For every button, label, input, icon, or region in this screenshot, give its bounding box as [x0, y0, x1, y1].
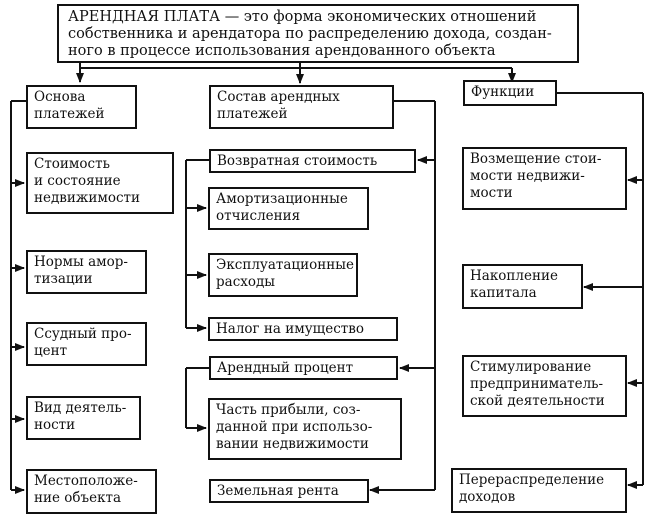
function-item-line: Накопление	[470, 268, 558, 284]
rent-item-line: вании недвижимости	[216, 436, 369, 452]
rent-item-line: данной при использо-	[216, 419, 373, 435]
basis-item-box: Нормы амор- тизации	[26, 250, 147, 294]
basis-item-box: Местоположе- ние объекта	[26, 469, 157, 514]
function-item-line: Стимулирование	[470, 359, 592, 375]
basis-item-line: Местоположе-	[34, 473, 138, 489]
basis-item-line: и состояние	[34, 173, 121, 189]
functions-title-box: Функции	[463, 80, 557, 106]
rent-percent-label: Арендный процент	[217, 360, 354, 376]
return-item-line: Эксплуатационные	[216, 257, 354, 273]
basis-title-box: Основа платежей	[26, 85, 137, 129]
composition-title-line: платежей	[217, 106, 288, 122]
definition-line: АРЕНДНАЯ ПЛАТА — это форма экономических…	[68, 9, 537, 25]
definition-line: собственника и арендатора по распределен…	[68, 26, 552, 42]
basis-item-line: недвижимости	[34, 190, 140, 206]
basis-item-box: Вид деятель- ности	[26, 396, 141, 440]
return-item-line: расходы	[216, 274, 276, 290]
basis-item-line: цент	[34, 343, 68, 359]
basis-title-line: платежей	[34, 106, 105, 122]
rent-item-line: Часть прибыли, соз-	[216, 402, 361, 418]
return-item-line: Амортизационные	[216, 191, 348, 207]
basis-item-line: Вид деятель-	[34, 400, 127, 416]
return-item-box: Налог на имущество	[208, 317, 398, 341]
function-item-line: Возмещение стои-	[470, 151, 602, 167]
return-item-box: Эксплуатационные расходы	[208, 253, 358, 297]
return-item-line: отчисления	[216, 208, 301, 224]
return-item-line: Налог на имущество	[216, 321, 364, 337]
composition-title-box: Состав арендных платежей	[209, 85, 394, 129]
land-rent-box: Земельная рента	[209, 479, 369, 503]
rent-item-box: Часть прибыли, соз- данной при использо-…	[208, 398, 402, 460]
basis-item-line: ние объекта	[34, 490, 122, 506]
function-item-line: мости недвижи-	[470, 168, 585, 184]
function-item-line: Перераспределение	[459, 472, 605, 488]
basis-title-line: Основа	[34, 89, 86, 105]
basis-item-line: Ссудный про-	[34, 326, 132, 342]
basis-item-box: Ссудный про- цент	[26, 322, 147, 366]
rent-percent-box: Арендный процент	[209, 356, 398, 380]
return-cost-label: Возвратная стоимость	[217, 153, 378, 169]
function-item-box: Накопление капитала	[462, 264, 583, 309]
definition-line: ного в процессе использования арендованн…	[68, 43, 496, 59]
functions-title-label: Функции	[471, 84, 535, 100]
function-item-box: Возмещение стои- мости недвижи- мости	[462, 147, 627, 210]
function-item-line: предприниматель-	[470, 376, 604, 392]
function-item-line: ской деятельности	[470, 393, 605, 409]
land-rent-label: Земельная рента	[217, 483, 339, 499]
basis-item-line: Нормы амор-	[34, 254, 128, 270]
function-item-box: Перераспределение доходов	[451, 468, 627, 513]
function-item-box: Стимулирование предприниматель- ской дея…	[462, 355, 627, 417]
basis-item-line: Стоимость	[34, 156, 110, 172]
return-item-box: Амортизационные отчисления	[208, 187, 369, 230]
function-item-line: мости	[470, 185, 513, 201]
function-item-line: доходов	[459, 489, 516, 505]
composition-title-line: Состав арендных	[217, 89, 340, 105]
basis-item-line: тизации	[34, 271, 93, 287]
basis-item-line: ности	[34, 417, 76, 433]
return-cost-box: Возвратная стоимость	[209, 149, 416, 173]
basis-item-box: Стоимость и состояние недвижимости	[26, 152, 174, 214]
function-item-line: капитала	[470, 285, 537, 301]
definition-box: АРЕНДНАЯ ПЛАТА — это форма экономических…	[57, 4, 579, 63]
